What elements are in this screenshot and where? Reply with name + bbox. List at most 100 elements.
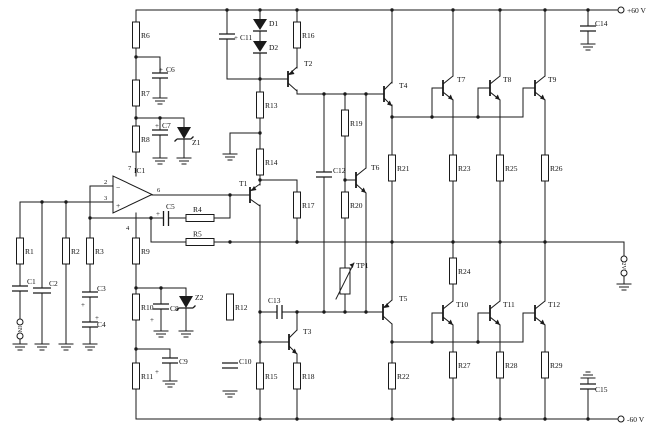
resistor-r27: R27 [449,351,471,379]
capacitor-c8: C8 + [150,303,179,324]
resistor-r28: R28 [496,351,518,379]
resistor-r29: R29 [541,351,563,379]
capacitor-c1: C1 [12,277,36,292]
transistor-t6: T6 [355,163,380,194]
svg-text:D1: D1 [269,19,278,28]
output-terminal: 2V [620,255,628,277]
capacitor-c11: C11+ [219,33,252,42]
diode-d2: D2 [253,41,278,54]
resistor-r4: R4 [185,205,215,222]
svg-text:R18: R18 [302,372,315,381]
svg-text:C1: C1 [27,277,36,286]
svg-text:C13: C13 [268,296,281,305]
resistor-r24: R24 [449,257,471,285]
svg-text:R8: R8 [141,135,150,144]
svg-text:C12: C12 [333,166,346,175]
svg-text:+: + [234,34,238,42]
resistor-r25: R25 [496,154,518,182]
svg-text:IN: IN [16,326,22,333]
svg-text:7: 7 [128,165,132,172]
svg-text:R4: R4 [193,205,202,214]
transistor-t9: T9 [534,75,557,101]
svg-text:-60 V: -60 V [627,415,645,424]
svg-text:−: − [116,183,120,192]
transistor-t8: T8 [489,75,512,101]
transistor-t11: T11 [489,300,515,326]
svg-text:R7: R7 [141,89,150,98]
capacitor-c3: C3+ [81,284,106,309]
transistor-t3: T3 [288,327,312,355]
capacitor-c7: C7+ [152,121,171,136]
svg-text:+: + [116,201,120,210]
resistor-r15: R15 [256,362,278,390]
svg-text:T7: T7 [457,75,466,84]
svg-text:Z2: Z2 [195,293,204,302]
svg-text:C7: C7 [162,121,171,130]
svg-text:+: + [159,66,163,74]
svg-text:R10: R10 [141,303,154,312]
svg-text:C15: C15 [595,385,608,394]
transistor-t7: T7 [442,75,466,101]
capacitor-c9: C9+ [155,357,188,376]
svg-text:+: + [150,316,154,324]
svg-text:R6: R6 [141,31,150,40]
transistor-t4: T4 [383,81,408,107]
resistor-r21: R21 [388,154,410,182]
svg-text:R22: R22 [397,372,410,381]
svg-text:R28: R28 [505,361,518,370]
svg-text:+: + [81,301,85,309]
svg-text:R23: R23 [458,164,471,173]
svg-text:C8: C8 [170,304,179,313]
capacitor-c10: C10 [222,357,252,369]
svg-text:R9: R9 [141,247,150,256]
resistor-r10: R10 [132,293,154,321]
resistor-r5: R5 [185,230,215,246]
svg-text:T8: T8 [503,75,512,84]
ground-symbols [12,43,632,398]
resistor-r18: R18 [293,362,315,390]
resistor-r26: R26 [541,154,563,182]
input-terminal: IN [16,318,24,340]
resistor-r20: R20 [341,191,363,219]
capacitor-c15: C15 [580,383,608,394]
svg-text:+60 V: +60 V [627,6,646,15]
resistor-r9: R9 [132,237,150,265]
negative-supply-terminal: -60 V [617,415,645,424]
svg-text:T6: T6 [371,163,380,172]
svg-text:T12: T12 [548,300,560,309]
svg-text:+: + [156,210,160,218]
svg-text:R15: R15 [265,372,278,381]
svg-text:R1: R1 [25,247,34,256]
resistor-r22: R22 [388,362,410,390]
svg-text:T10: T10 [456,300,468,309]
svg-text:R20: R20 [350,201,363,210]
svg-text:T1: T1 [239,179,248,188]
svg-text:C11: C11 [240,33,252,42]
resistor-r7: R7 [132,79,150,107]
svg-text:R27: R27 [458,361,471,370]
resistor-r13: R13 [256,91,278,119]
resistor-r1: R1 [16,237,34,265]
svg-text:C2: C2 [49,279,58,288]
positive-supply-terminal: +60 V [617,6,646,15]
capacitor-c5: C5 + [156,202,175,226]
svg-text:T3: T3 [303,327,312,336]
terminals: +60 V -60 V IN 2V [16,6,646,424]
svg-text:C5: C5 [166,202,175,211]
svg-text:C10: C10 [239,357,252,366]
resistor-r14: R14 [256,148,278,176]
resistors: R1 R2 R3 R4 R5 R6 R7 R8 R9 R10 R11 R12 R… [16,21,563,390]
svg-text:2: 2 [104,179,107,186]
capacitors: C1 C2 C3+ C4+ C5+ C6+ C7+ C8+ C9+ C10 C1… [12,19,608,394]
opamp-ic1: − + IC1 2 3 6 7 4 [104,165,161,232]
resistor-r8: R8 [132,125,150,153]
resistor-r3: R3 [86,237,104,265]
resistor-r2: R2 [62,237,80,265]
resistor-r6: R6 [132,21,150,49]
svg-text:R3: R3 [95,247,104,256]
svg-text:T11: T11 [503,300,515,309]
transistor-t10: T10 [442,300,468,326]
svg-text:Z1: Z1 [192,138,201,147]
junction-dots [40,8,590,421]
